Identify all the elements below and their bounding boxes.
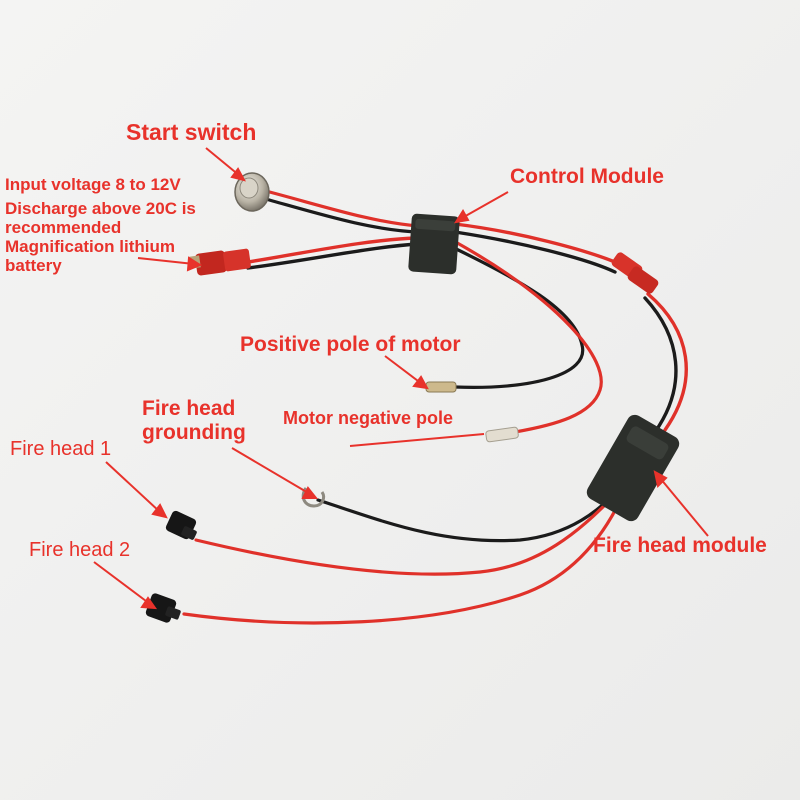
label-positive-pole: Positive pole of motor	[240, 333, 461, 356]
label-fire-head-grounding-2: grounding	[142, 421, 246, 444]
switch-wire-black	[260, 196, 420, 234]
label-fire-head-module: Fire head module	[593, 534, 767, 557]
fire-head-module-part	[586, 414, 680, 522]
motor-positive-terminal	[425, 381, 457, 393]
label-battery-note-2: Discharge above 20C is	[5, 199, 196, 218]
switch-wire-red	[260, 188, 420, 228]
module-to-connector-red	[453, 222, 617, 264]
label-fire-head-grounding-1: Fire head	[142, 397, 236, 420]
fire-head-1-wire	[194, 498, 612, 576]
fire-head-2-part	[145, 593, 181, 623]
fire-head-2-wire	[182, 503, 620, 625]
motor-negative-wire	[450, 238, 603, 434]
control-module-part	[408, 213, 460, 275]
label-battery-note-4: Magnification lithium	[5, 237, 175, 256]
motor-negative-terminal	[485, 426, 519, 443]
battery-wire-black	[246, 242, 418, 270]
annotation-arrows	[93, 147, 709, 610]
start-switch-part	[234, 172, 270, 212]
label-fire-head-2: Fire head 2	[29, 539, 131, 561]
label-start-switch: Start switch	[126, 119, 257, 145]
module-to-connector-black	[453, 230, 617, 274]
label-motor-negative: Motor negative pole	[283, 408, 454, 428]
power-wire-black	[643, 296, 678, 434]
label-battery-note-5: battery	[5, 256, 62, 275]
power-wire-red	[646, 292, 688, 432]
label-fire-head-1: Fire head 1	[10, 438, 112, 460]
wires	[182, 188, 688, 625]
fire-head-1-part	[165, 510, 197, 540]
grounding-wire	[316, 486, 622, 543]
label-control-module: Control Module	[510, 165, 664, 188]
red-connector-part	[611, 252, 659, 294]
battery-wire-red	[246, 236, 418, 264]
label-battery-note-1: Input voltage 8 to 12V	[5, 175, 181, 194]
label-battery-note-3: recommended	[5, 218, 122, 237]
battery-plug-part	[189, 248, 251, 276]
